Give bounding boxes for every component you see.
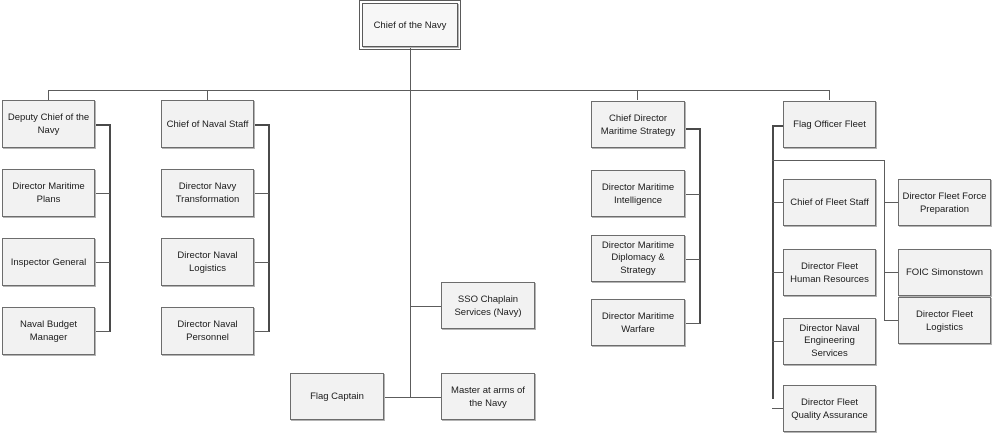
connector-fleet-stub-2	[772, 272, 783, 273]
node-flag-captain[interactable]: Flag Captain	[290, 373, 384, 420]
node-chief-director-maritime-strategy[interactable]: Chief Director Maritime Strategy	[591, 101, 685, 148]
connector-fleet-stub-3	[772, 341, 783, 342]
connector-left-stub-2	[95, 262, 110, 263]
connector-fleet-stub-4	[772, 408, 783, 409]
connector-centre-stub-flag-captain	[383, 397, 411, 398]
connector-drop-deputy-chief	[48, 90, 49, 100]
node-label: SSO Chaplain Services (Navy)	[454, 293, 522, 318]
connector-maritime-stub-2	[685, 259, 700, 260]
node-director-navy-transformation[interactable]: Director Navy Transformation	[161, 169, 254, 217]
node-master-at-arms-of-the-navy[interactable]: Master at arms of the Navy	[441, 373, 535, 420]
connector-main-bus	[48, 90, 829, 91]
connector-root-stem	[410, 47, 411, 91]
node-label: Director Maritime Intelligence	[601, 181, 675, 206]
node-director-maritime-plans[interactable]: Director Maritime Plans	[2, 169, 95, 217]
node-label: Chief of Naval Staff	[166, 118, 249, 130]
node-label: Master at arms of the Navy	[451, 384, 525, 409]
node-director-maritime-intelligence[interactable]: Director Maritime Intelligence	[591, 170, 685, 217]
node-director-maritime-warfare[interactable]: Director Maritime Warfare	[591, 299, 685, 346]
connector-centre-stub-master-at-arms	[410, 397, 441, 398]
connector-fleet-stub-1	[772, 202, 783, 203]
node-label: Director Maritime Warfare	[601, 310, 675, 335]
node-label: Director Naval Personnel	[177, 319, 238, 343]
connector-fleetright-stub-2	[884, 272, 899, 273]
node-label: Flag Officer Fleet	[793, 119, 866, 130]
connector-fleet-right-bus	[772, 160, 885, 161]
node-chief-of-the-navy[interactable]: Chief of the Navy	[359, 0, 461, 50]
node-label: Flag Captain	[310, 391, 364, 402]
node-inspector-general[interactable]: Inspector General	[2, 238, 95, 286]
connector-centre-spine	[410, 90, 411, 398]
node-label: Director Maritime Diplomacy & Strategy	[601, 239, 675, 276]
node-flag-officer-fleet[interactable]: Flag Officer Fleet	[783, 101, 876, 148]
node-label: FOIC Simonstown	[905, 267, 984, 278]
node-label: Director Navy Transformation	[175, 181, 240, 205]
node-director-naval-personnel[interactable]: Director Naval Personnel	[161, 307, 254, 355]
connector-fleet-elbow-top	[772, 125, 783, 127]
node-label: Chief of the Navy	[373, 19, 447, 31]
node-foic-simonstown[interactable]: FOIC Simonstown	[898, 249, 991, 296]
node-director-fleet-human-resources[interactable]: Director Fleet Human Resources	[783, 249, 876, 296]
connector-drop-flag-officer-fleet	[829, 90, 830, 100]
connector-navalstaff-stub-1	[254, 193, 269, 194]
connector-fleet-elbow-spine	[772, 125, 774, 399]
node-director-fleet-force-preparation[interactable]: Director Fleet Force Preparation	[898, 179, 991, 226]
connector-navalstaff-stub-2	[254, 262, 269, 263]
node-label: Director Fleet Logistics	[915, 308, 973, 333]
node-director-naval-engineering-services[interactable]: Director Naval Engineering Services	[783, 318, 876, 365]
node-naval-budget-manager[interactable]: Naval Budget Manager	[2, 307, 95, 355]
connector-left-stub-1	[95, 193, 110, 194]
connector-maritime-stub-1	[685, 194, 700, 195]
node-label: Director Naval Engineering Services	[799, 322, 860, 359]
node-director-fleet-logistics[interactable]: Director Fleet Logistics	[898, 297, 991, 344]
connector-fleet-right-spine	[884, 160, 885, 320]
connector-fleetright-stub-1	[884, 202, 899, 203]
node-label: Director Fleet Human Resources	[790, 260, 869, 285]
node-deputy-chief-of-the-navy[interactable]: Deputy Chief of the Navy	[2, 100, 95, 148]
connector-centre-stub-chaplain	[410, 306, 441, 307]
connector-left-elbow-top	[95, 124, 110, 126]
connector-drop-maritime-strategy	[637, 90, 638, 100]
node-label: Director Fleet Force Preparation	[902, 190, 987, 215]
connector-left-stub-3	[95, 331, 110, 332]
connector-drop-naval-staff	[207, 90, 208, 100]
connector-maritime-stub-3	[685, 323, 700, 324]
node-director-fleet-quality-assurance[interactable]: Director Fleet Quality Assurance	[783, 385, 876, 432]
connector-left-elbow-spine	[109, 124, 111, 332]
node-chief-of-naval-staff[interactable]: Chief of Naval Staff	[161, 100, 254, 148]
connector-maritime-elbow-top	[685, 128, 700, 130]
node-sso-chaplain-services-navy[interactable]: SSO Chaplain Services (Navy)	[441, 282, 535, 329]
connector-maritime-elbow-spine	[699, 128, 701, 324]
connector-navalstaff-elbow-spine	[268, 124, 270, 332]
node-director-naval-logistics[interactable]: Director Naval Logistics	[161, 238, 254, 286]
node-chief-of-fleet-staff[interactable]: Chief of Fleet Staff	[783, 179, 876, 226]
node-director-maritime-diplomacy-strategy[interactable]: Director Maritime Diplomacy & Strategy	[591, 235, 685, 282]
node-label: Inspector General	[10, 256, 87, 268]
node-label: Chief Director Maritime Strategy	[600, 112, 676, 137]
connector-fleetright-stub-3	[884, 320, 899, 321]
connector-navalstaff-elbow-top	[254, 124, 269, 126]
node-label: Director Naval Logistics	[177, 250, 238, 274]
node-label: Chief of Fleet Staff	[790, 197, 869, 208]
node-label: Director Maritime Plans	[12, 181, 85, 205]
node-label: Naval Budget Manager	[19, 319, 78, 343]
node-label: Deputy Chief of the Navy	[7, 112, 90, 136]
node-label: Director Fleet Quality Assurance	[791, 396, 868, 421]
connector-navalstaff-stub-3	[254, 331, 269, 332]
